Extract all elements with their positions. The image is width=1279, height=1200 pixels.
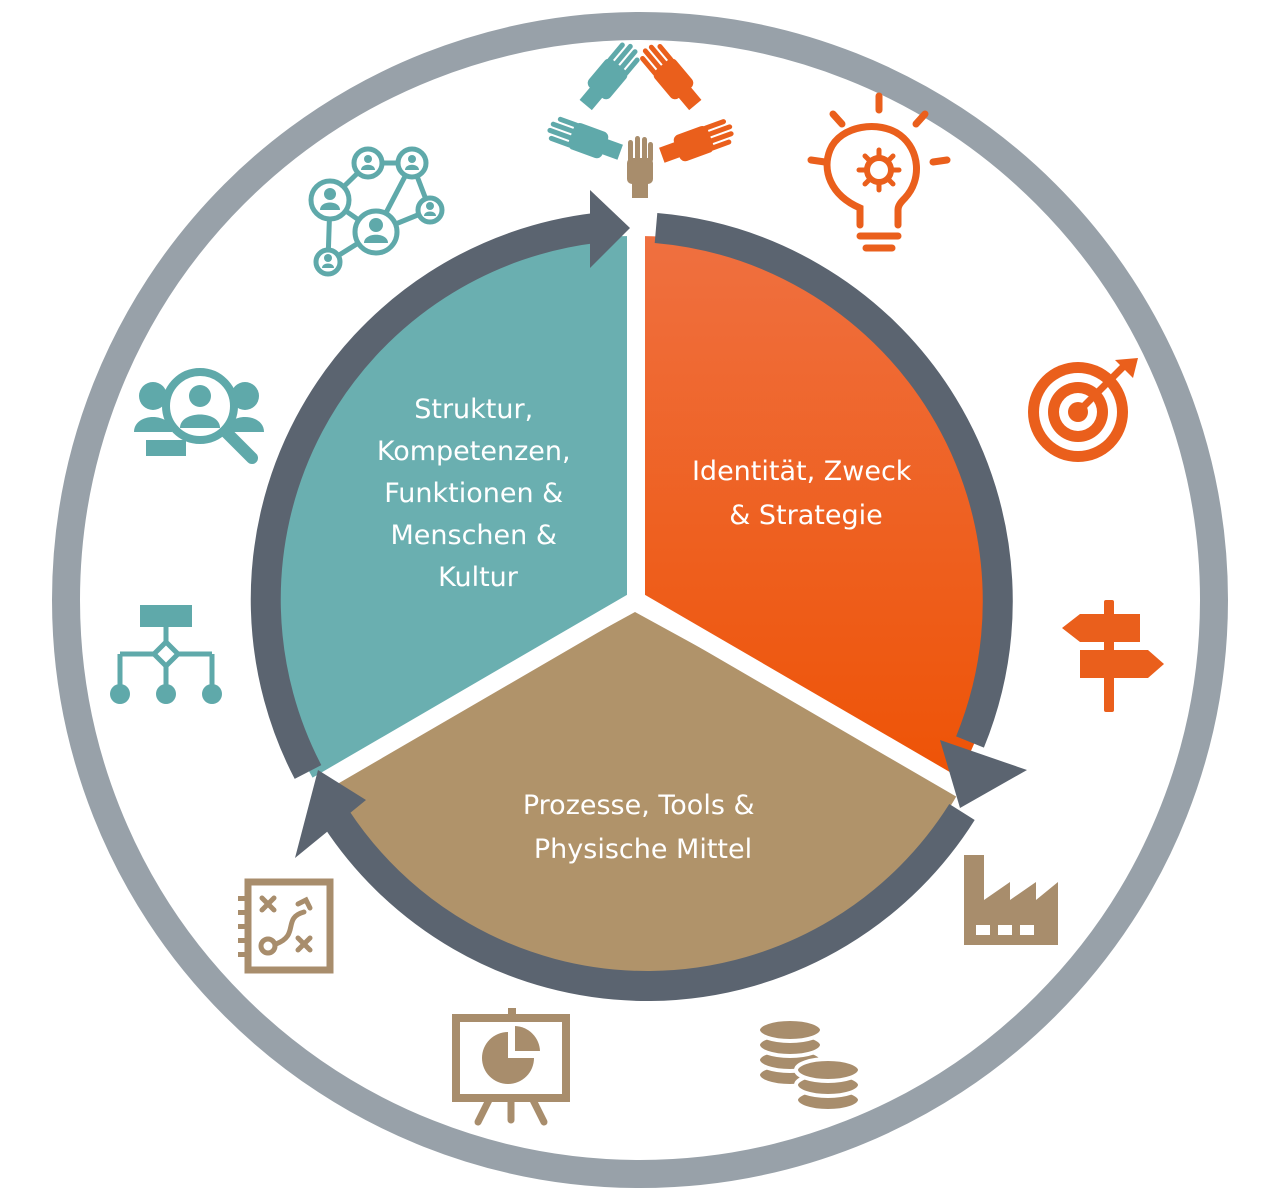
arrow-arc-bottom — [323, 804, 975, 1001]
org-chart-icon — [110, 605, 222, 704]
network-icon — [308, 146, 445, 277]
structure-line-3: Funktionen & — [384, 478, 563, 509]
arrow-arc-right — [654, 213, 1013, 748]
structure-line-2: Kompetenzen, — [377, 436, 571, 467]
presentation-chart-icon — [452, 1008, 570, 1126]
identity-line-1: Identität, Zweck — [692, 456, 912, 487]
identity-line-2: & Strategie — [729, 500, 882, 531]
processes-label: Prozesse, Tools & Physische Mittel — [523, 790, 763, 865]
separator-right — [631, 592, 985, 808]
lightbulb-gear-icon — [807, 92, 951, 252]
arrow-arc-left — [250, 213, 597, 779]
structure-line-4: Menschen & — [391, 520, 557, 551]
structure-line-5: Kultur — [438, 562, 519, 593]
structure-line-1: Struktur, — [414, 394, 533, 425]
coins-icon — [756, 1017, 862, 1113]
hands-together-icon — [547, 42, 734, 198]
identity-label: Identität, Zweck & Strategie — [692, 456, 920, 531]
arrow-heads — [295, 190, 1027, 858]
separator-left — [287, 592, 641, 808]
factory-icon — [964, 855, 1058, 945]
signpost-icon — [1062, 600, 1164, 712]
arrow-head-right — [940, 740, 1027, 808]
processes-line-2: Physische Mittel — [534, 834, 752, 865]
strategy-board-icon — [238, 878, 334, 974]
arrow-head-left — [295, 770, 366, 858]
people-search-icon — [134, 368, 264, 464]
target-icon — [1028, 358, 1138, 462]
arrow-head-top — [590, 190, 630, 268]
structure-label: Struktur, Kompetenzen, Funktionen & Mens… — [377, 394, 579, 593]
cycle-arrows — [250, 213, 1013, 1001]
processes-line-1: Prozesse, Tools & — [523, 790, 755, 821]
